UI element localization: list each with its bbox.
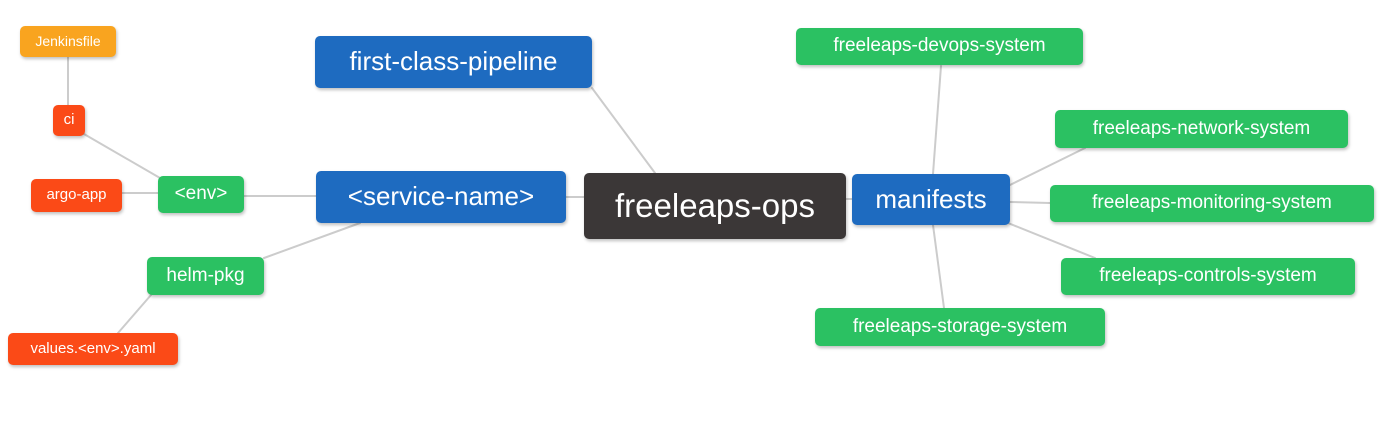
edge-values-env-yaml-to-helm-pkg (117, 294, 152, 334)
node-service-name[interactable]: <service-name> (316, 171, 566, 223)
node-argo-app[interactable]: argo-app (31, 179, 122, 212)
edge-manifests-to-freeleaps-monitoring-system (1009, 201, 1051, 204)
node-values-env-yaml[interactable]: values.<env>.yaml (8, 333, 178, 365)
node-manifests[interactable]: manifests (852, 174, 1010, 225)
node-env[interactable]: <env> (158, 176, 244, 213)
node-ci[interactable]: ci (53, 105, 85, 136)
node-freeleaps-network-system[interactable]: freeleaps-network-system (1055, 110, 1348, 148)
node-freeleaps-monitoring-system[interactable]: freeleaps-monitoring-system (1050, 185, 1374, 222)
edge-manifests-to-freeleaps-storage-system (932, 224, 945, 309)
edge-manifests-to-freeleaps-controls-system (1007, 222, 1096, 259)
node-freeleaps-ops[interactable]: freeleaps-ops (584, 173, 846, 239)
edge-first-class-pipeline-to-freeleaps-ops (591, 87, 656, 174)
edge-manifests-to-freeleaps-network-system (1009, 147, 1086, 186)
edge-ci-to-env (83, 133, 161, 179)
node-freeleaps-devops-system[interactable]: freeleaps-devops-system (796, 28, 1083, 65)
node-jenkinsfile[interactable]: Jenkinsfile (20, 26, 116, 57)
node-freeleaps-storage-system[interactable]: freeleaps-storage-system (815, 308, 1105, 346)
edge-helm-pkg-to-service-name (263, 222, 361, 259)
node-freeleaps-controls-system[interactable]: freeleaps-controls-system (1061, 258, 1355, 295)
node-helm-pkg[interactable]: helm-pkg (147, 257, 264, 295)
edge-manifests-to-freeleaps-devops-system (932, 65, 942, 175)
node-first-class-pipeline[interactable]: first-class-pipeline (315, 36, 592, 88)
